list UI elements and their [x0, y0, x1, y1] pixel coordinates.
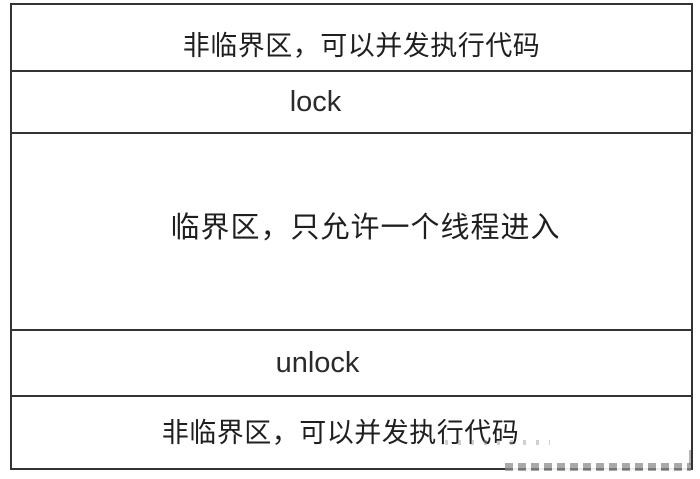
noncritical-top-label: 非临界区，可以并发执行代码 [182, 31, 541, 62]
critical-label: 临界区，只允许一个线程进入 [170, 209, 561, 244]
unlock-label: unlock [275, 346, 360, 379]
row-unlock: unlock [12, 331, 691, 397]
noncritical-bottom-label: 非临界区，可以并发执行代码 [161, 418, 520, 449]
row-noncritical-bottom: 非临界区，可以并发执行代码 [12, 397, 691, 468]
row-critical: 临界区，只允许一个线程进入 [12, 134, 691, 331]
row-noncritical-top: 非临界区，可以并发执行代码 [12, 5, 691, 72]
lock-label: lock [289, 85, 342, 118]
row-lock: lock [12, 72, 691, 134]
critical-section-diagram: 非临界区，可以并发执行代码 lock 临界区，只允许一个线程进入 unlock … [10, 3, 693, 470]
